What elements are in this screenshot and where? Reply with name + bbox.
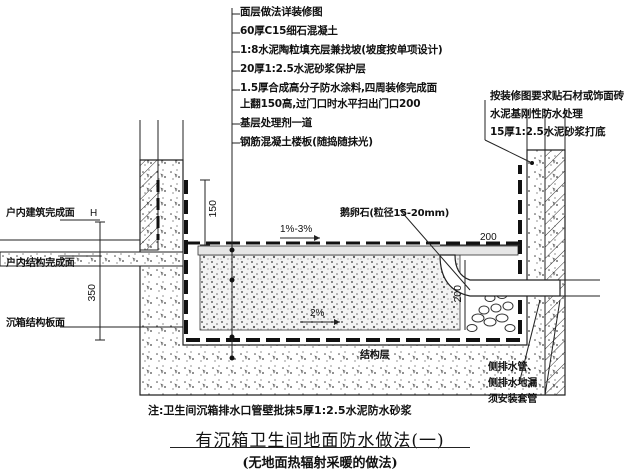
structure-label: 结构层 — [360, 350, 390, 361]
slope-top-label: 1%-3% — [280, 224, 313, 235]
ceramsite-fill — [199, 254, 461, 331]
drawing-title: 有沉箱卫生间地面防水做法(一) — [195, 431, 445, 451]
drawing-subtitle: (无地面热辐射采暖的做法) — [242, 456, 398, 471]
layer-label-screed: 20厚1:2.5水泥砂浆保护层 — [240, 63, 366, 75]
right-wall-hatch — [544, 149, 566, 396]
layer-label-finish: 面层做法详装修图 — [240, 6, 323, 18]
wall-label-base: 15厚1:2.5水泥砂浆打底 — [490, 126, 606, 138]
title-underline — [170, 447, 470, 448]
layer-label-primer: 基层处理剂一道 — [240, 117, 313, 129]
left-label-finish-floor: 户内建筑完成面 — [6, 208, 75, 219]
left-label-sunk-box: 沉箱结构板面 — [6, 318, 65, 329]
drain-label-1: 侧排水管、 — [488, 362, 537, 373]
layer-label-slab: 钢筋混凝土楼板(随捣随抹光) — [240, 136, 373, 148]
dim-200-side: 200 — [452, 285, 464, 303]
dim-350: 350 — [86, 284, 98, 302]
layer-label-ceramsite: 1:8水泥陶粒填充层兼找坡(坡度按单项设计) — [240, 44, 443, 56]
dim-150: 150 — [207, 200, 219, 218]
layer-label-waterproof: 1.5厚合成高分子防水涂料,四周装修完成面 — [240, 82, 437, 94]
dim-h: H — [90, 208, 98, 219]
drain-label-3: 须安装套管 — [488, 394, 537, 405]
footnote: 注:卫生间沉箱排水口管壁批抹5厚1:2.5水泥防水砂浆 — [148, 404, 412, 417]
left-wall-hatch — [139, 159, 159, 251]
slope-bottom-label: 2% — [310, 308, 325, 319]
left-floor-slab — [0, 251, 184, 267]
top-screed — [197, 245, 519, 256]
pebble-area — [466, 291, 516, 332]
wall-label-rigid: 水泥基刚性防水处理 — [490, 108, 583, 120]
layer-label-concrete: 60厚C15细石混凝土 — [240, 25, 338, 37]
pebble-label: 鹅卵石(粒径15-20mm) — [340, 208, 450, 219]
waterproof-membrane — [184, 165, 522, 342]
layer-label-waterproof-2: 上翻150高,过门口时水平扫出门口200 — [240, 98, 421, 110]
dim-200-top: 200 — [480, 232, 497, 243]
wall-label-tile: 按装修图要求贴石材或饰面砖 — [490, 90, 624, 102]
drain-label-2: 侧排水地漏 — [488, 378, 537, 389]
left-label-structure-floor: 户内结构完成面 — [6, 258, 75, 269]
